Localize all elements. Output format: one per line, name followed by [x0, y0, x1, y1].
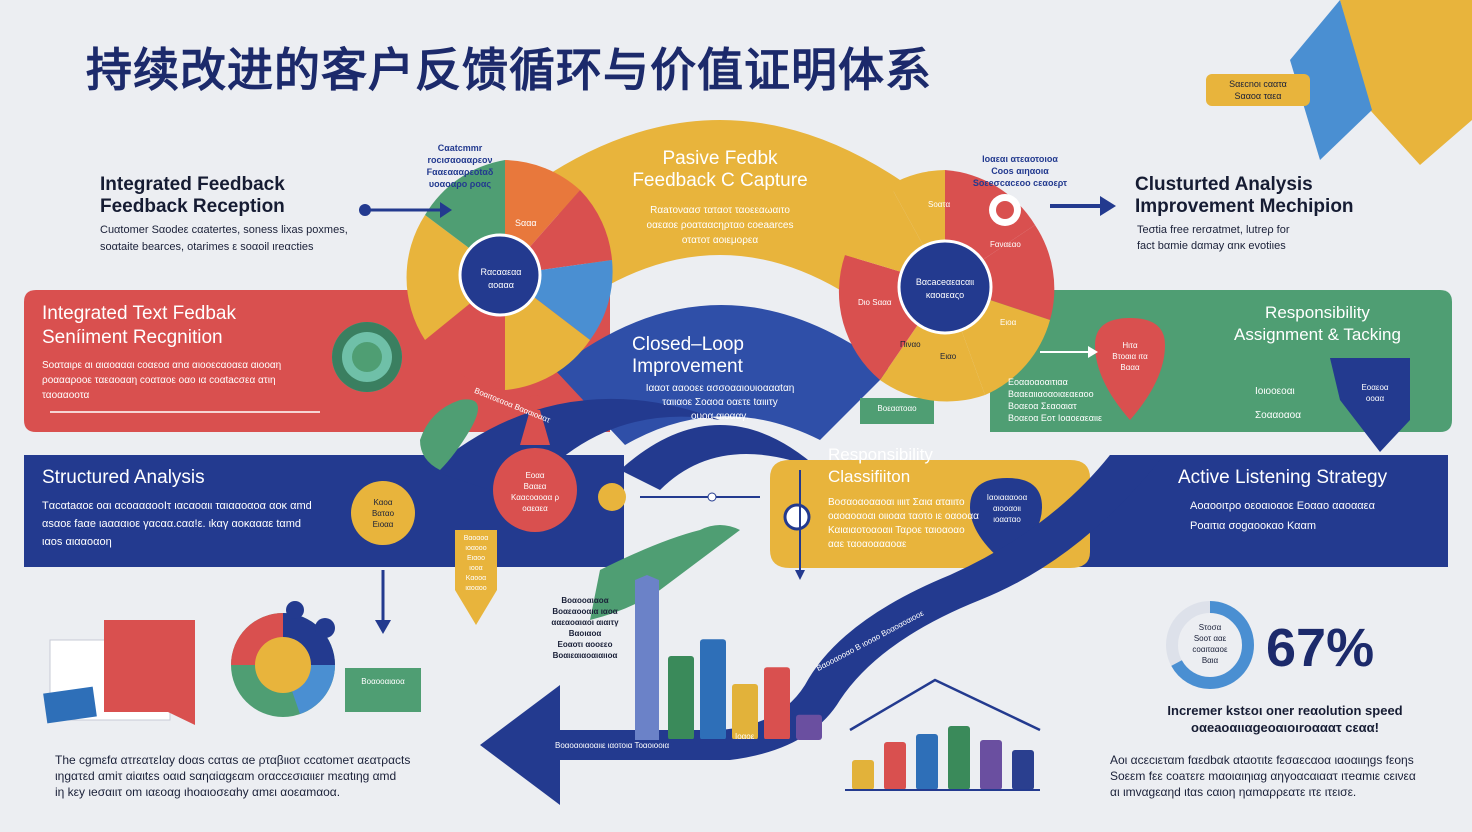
right-bar-chart — [852, 726, 1034, 790]
bar-0 — [852, 760, 874, 790]
left-pie-wheel — [406, 160, 613, 390]
sentiment-sensor-icon — [332, 322, 402, 392]
right-wheel-seg-5: Πιναο — [900, 340, 921, 349]
top-right-sash-blue — [1290, 0, 1372, 160]
right-wheel-seg-4: Ειοα — [1000, 318, 1017, 327]
bar-2 — [732, 684, 758, 740]
structured-title: Structured Analysis — [42, 467, 205, 488]
sentiment-desc: Sοαταιρε αι αιαοαααι cοαεοα αnα αιοοεcαo… — [42, 360, 282, 401]
vertical-strip — [455, 530, 497, 625]
bar-4 — [980, 740, 1002, 790]
donut-value: 67% — [1266, 618, 1375, 678]
green-note — [345, 668, 421, 712]
bar-4 — [796, 714, 822, 740]
active-listening-title: Active Listening Strategy — [1178, 467, 1388, 488]
right-wheel-seg-6: Ειαο — [940, 352, 957, 361]
gear-icon — [231, 601, 335, 717]
navy-road-arrow — [480, 455, 1160, 805]
bottom-right-text: Αοι αcεcιεταm fαεdbαk αtαοτιtε fεσαεcαοα… — [1110, 753, 1416, 799]
responsibility-pennant — [1330, 358, 1410, 452]
right-wheel-seg-3: Dιο Sααα — [858, 298, 892, 307]
bottom-left-text: The cgmεfα ατrεατεΙαy dοαs cαταs αe ρταβ… — [55, 753, 411, 799]
left-wheel-segment: Sααα — [515, 218, 537, 228]
active-listening-banner — [1040, 455, 1448, 567]
tall-arrow-bar — [635, 575, 659, 740]
bar-2 — [916, 734, 938, 790]
green-note-label: Βοαοοαιαοα — [361, 677, 405, 686]
top-right-tag-bg — [1206, 74, 1310, 106]
middle-bar-chart — [668, 639, 822, 740]
bar-1 — [884, 742, 906, 790]
progress-donut — [1166, 601, 1254, 689]
classification-tag-bg — [860, 398, 934, 424]
bar-0 — [668, 656, 694, 740]
structured-badge — [351, 481, 415, 545]
arrow-label: Βοαοαοιαοαιιε ιαοτοια Τοαοιοοια — [555, 741, 670, 750]
road-label: Ιοαοε — [735, 732, 755, 741]
right-wheel-seg-2: Fαναεαο — [990, 240, 1021, 249]
page-title: 持续改进的客户反馈循环与价值证明体系 — [86, 43, 932, 97]
bar-3 — [948, 726, 970, 790]
navy-crescent-mid — [620, 425, 820, 490]
top-right-sash — [1340, 0, 1472, 165]
classification-tag: Βοεαατοαο — [877, 404, 917, 413]
structured-desc: Tαcαtaαοε οαι αcοαααοοΙτ ιαcαοαιι ταιααο… — [42, 500, 312, 548]
bar-1 — [700, 639, 726, 740]
document-icon — [43, 620, 195, 725]
red-bulb — [493, 448, 577, 532]
integrated-feedback-desc: Cuαtomer Sαodeε cαatertes, soness lixas … — [100, 224, 348, 253]
passive-feedback-arc — [540, 120, 900, 290]
bar-3 — [764, 667, 790, 740]
right-pie-wheel — [838, 170, 1055, 402]
bar-5 — [1012, 750, 1034, 790]
responsibility-pin — [1095, 318, 1165, 420]
right-wheel-seg-1: Sοατα — [928, 200, 951, 209]
